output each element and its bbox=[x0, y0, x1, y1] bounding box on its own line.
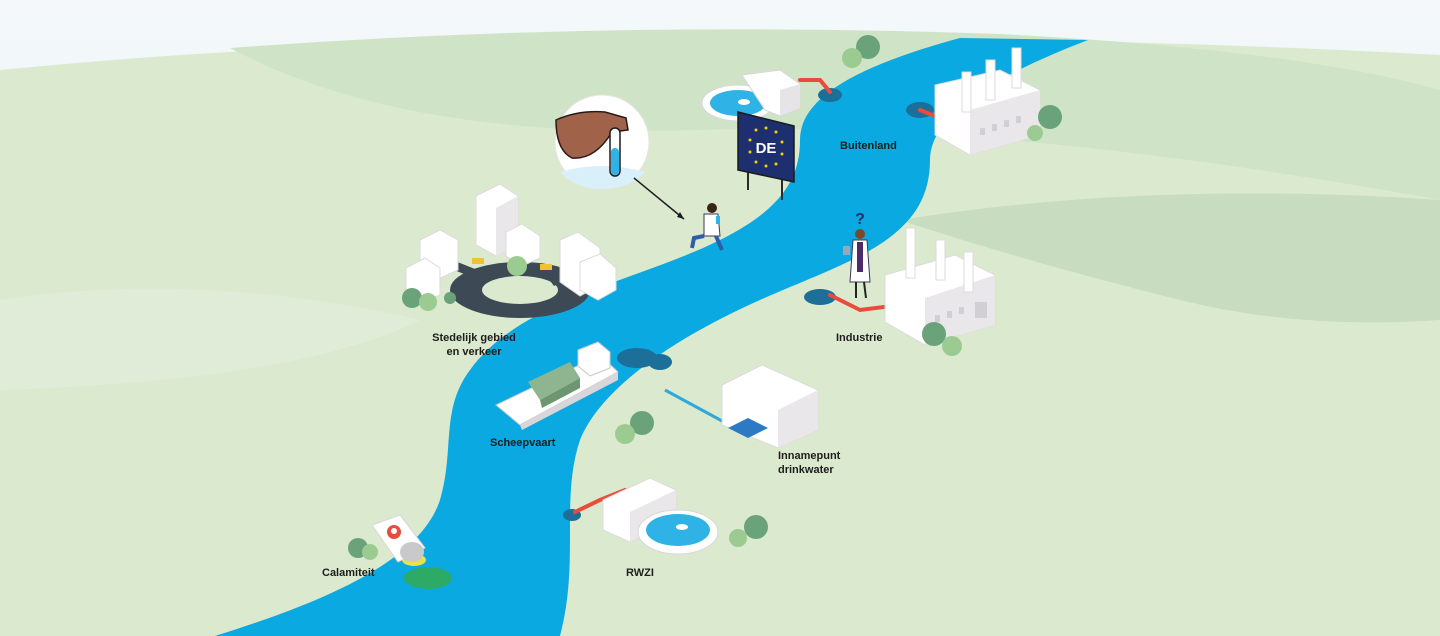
scientist-icon bbox=[690, 203, 724, 251]
calamity-barrel[interactable] bbox=[371, 514, 452, 589]
hill-right bbox=[900, 193, 1440, 323]
label-buitenland: Buitenland bbox=[840, 140, 897, 152]
cargo-ship[interactable] bbox=[495, 341, 619, 430]
label-calamiteit: Calamiteit bbox=[322, 567, 375, 579]
factory-industrie[interactable] bbox=[884, 227, 996, 346]
trees bbox=[348, 35, 1062, 560]
label-innamepunt-line1: Innamepunt bbox=[778, 450, 841, 462]
pollution-blobs bbox=[563, 88, 934, 521]
rwzi-plant[interactable] bbox=[602, 477, 719, 555]
factory-buitenland[interactable] bbox=[934, 47, 1041, 156]
label-rwzi: RWZI bbox=[626, 567, 654, 579]
drinking-water-intake[interactable] bbox=[721, 364, 819, 449]
questioning-scientist-icon: ? bbox=[843, 211, 871, 299]
hand-with-test-tube-icon bbox=[554, 94, 650, 190]
eu-border-sign-icon: DE bbox=[737, 111, 795, 200]
label-stedelijk-line1: Stedelijk gebied bbox=[432, 332, 516, 344]
hill-left bbox=[0, 288, 420, 390]
label-scheepvaart: Scheepvaart bbox=[490, 437, 556, 449]
arrow-head bbox=[677, 212, 684, 219]
urban-area[interactable] bbox=[405, 183, 617, 318]
label-innamepunt-line2: drinkwater bbox=[778, 464, 834, 476]
pointer-arrow bbox=[633, 177, 685, 220]
label-industrie: Industrie bbox=[836, 332, 882, 344]
river bbox=[215, 38, 1088, 636]
label-stedelijk-line2: en verkeer bbox=[446, 346, 502, 358]
land bbox=[0, 37, 1440, 636]
border-sign-text: DE bbox=[756, 140, 777, 157]
treatment-plant-top[interactable] bbox=[701, 69, 801, 122]
question-mark: ? bbox=[855, 211, 865, 228]
